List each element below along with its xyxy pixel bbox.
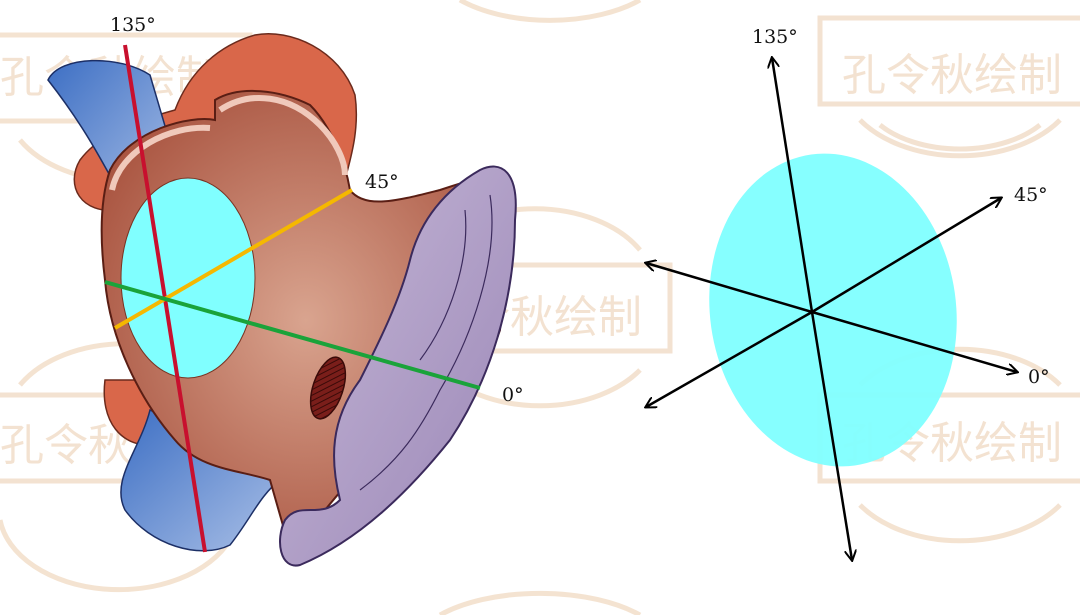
axis-135-arrow-opposite <box>810 311 852 560</box>
cyan-ellipse-left <box>120 177 256 379</box>
label-135-left: 135° <box>110 14 156 36</box>
label-135-right: 135° <box>752 26 798 48</box>
line-0-green <box>104 280 481 390</box>
blue-lower-tissue <box>120 408 282 552</box>
axis-135-arrow <box>772 58 814 313</box>
label-45-right: 45° <box>1014 184 1048 206</box>
cyan-ellipse-right <box>709 153 957 467</box>
axis-45-arrow <box>811 198 1001 314</box>
label-0-left: 0° <box>502 384 524 406</box>
axis-0-arrow <box>811 310 1017 372</box>
axis-schematic: 135° 45° 0° <box>646 26 1050 560</box>
glenoid-rim <box>109 95 348 191</box>
label-45-left: 45° <box>365 171 399 193</box>
watermark-text: 孔令秋绘制 <box>842 50 1062 101</box>
label-0-right: 0° <box>1028 366 1050 388</box>
purple-labrum-fold <box>359 194 493 491</box>
axis-0-arrow-opposite <box>646 263 813 314</box>
hatched-spot <box>309 356 347 420</box>
line-45-yellow <box>113 188 354 330</box>
scapula-illustration: 135° 45° 0° <box>47 14 524 567</box>
axis-45-arrow-opposite <box>646 310 813 407</box>
